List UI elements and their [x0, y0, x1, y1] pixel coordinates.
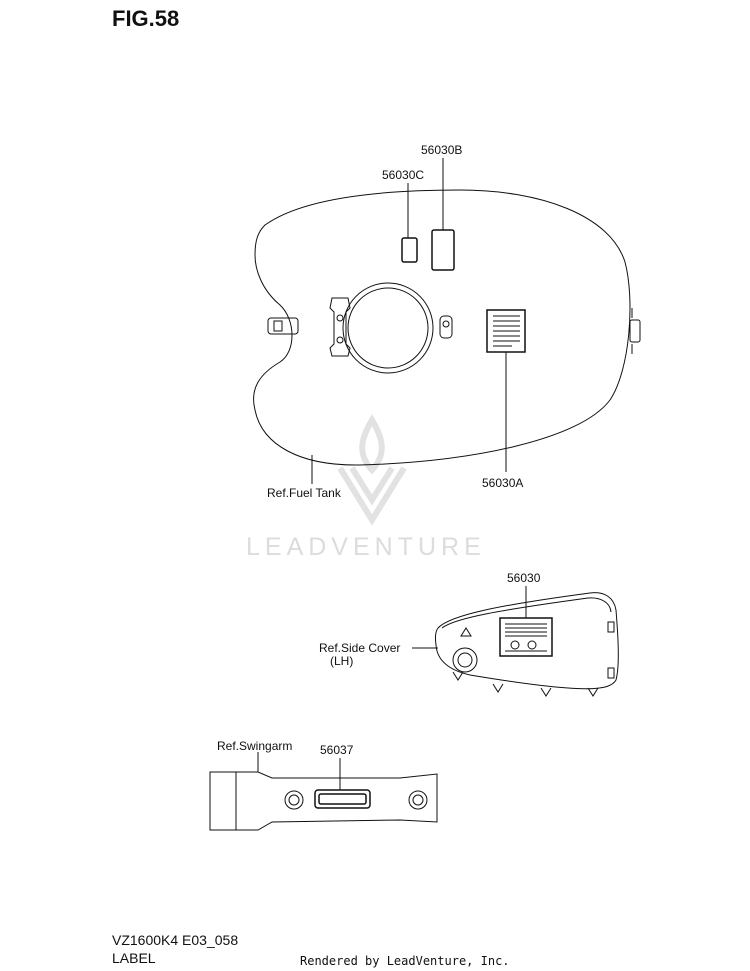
swingarm-drawing	[209, 771, 438, 831]
label-56030A-shape	[486, 309, 526, 353]
part-label-56030A: 56030A	[482, 476, 524, 490]
label-56030-shape	[499, 617, 553, 657]
side-cover-drawing	[434, 592, 619, 697]
watermark-logo	[337, 414, 407, 526]
part-label-56030C: 56030C	[382, 168, 425, 182]
swingarm-leaders	[257, 752, 341, 790]
part-label-56037: 56037	[320, 743, 354, 757]
ref-side-cover-side: (LH)	[330, 654, 354, 668]
model-code: VZ1600K4 E03_058	[112, 932, 239, 948]
ref-swingarm-label: Ref.Swingarm	[217, 739, 293, 753]
label-56030C-shape	[401, 237, 418, 263]
section-label: LABEL	[112, 950, 156, 966]
figure-title: FIG.58	[112, 6, 180, 31]
fuel-tank-leaders	[311, 158, 507, 484]
watermark-text: LEADVENTURE	[246, 533, 486, 561]
ref-side-cover-label: Ref.Side Cover	[319, 641, 401, 655]
render-credit: Rendered by LeadVenture, Inc.	[300, 954, 510, 968]
part-label-56030B: 56030B	[421, 143, 463, 157]
label-56030B-shape	[431, 229, 455, 271]
ref-fuel-tank-label: Ref.Fuel Tank	[267, 486, 341, 500]
side-cover-leaders	[412, 586, 527, 649]
part-label-56030: 56030	[507, 571, 541, 585]
label-56037-shape	[314, 789, 371, 809]
fuel-tank-drawing	[253, 189, 641, 466]
